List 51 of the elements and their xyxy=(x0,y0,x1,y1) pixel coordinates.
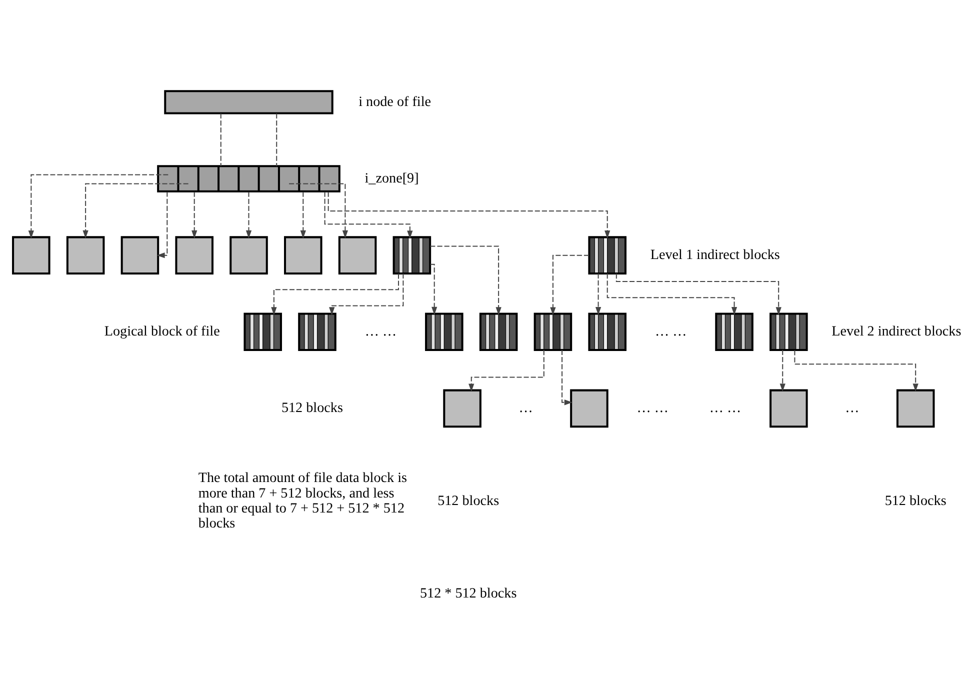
label: 512 blocks xyxy=(437,492,499,509)
arrow xyxy=(156,192,168,258)
arrow xyxy=(430,246,501,316)
arrow xyxy=(288,183,348,238)
arrow xyxy=(430,264,437,315)
node-box xyxy=(66,236,104,274)
arrow xyxy=(245,192,252,238)
label: Logical block of file xyxy=(104,324,220,340)
arrow xyxy=(324,192,412,239)
label: … … xyxy=(654,324,686,340)
node-box xyxy=(174,236,213,274)
arrow xyxy=(28,174,168,239)
label: 512 blocks xyxy=(884,492,946,509)
arrow xyxy=(794,350,918,392)
node-box xyxy=(120,236,159,274)
label: The total amount of file data block is more than 7 + 512 blocks, and less than or equal to 7 + 512 + 512 * 512 blocks xyxy=(198,470,406,532)
arrow xyxy=(550,254,588,316)
arrow xyxy=(82,183,188,238)
label: … … xyxy=(636,400,668,416)
connector xyxy=(220,114,221,166)
arrow xyxy=(328,274,404,316)
label: … … xyxy=(708,400,741,416)
label: … xyxy=(844,400,859,416)
node-label: i_zone[9] xyxy=(364,170,418,186)
arrow xyxy=(779,350,785,392)
arrow xyxy=(606,274,737,316)
node-box xyxy=(229,236,268,274)
node-box xyxy=(12,236,50,274)
node-box xyxy=(570,389,608,428)
arrow xyxy=(191,192,197,238)
arrow xyxy=(300,192,306,238)
node-box xyxy=(338,236,376,274)
node-label: Level 2 indirect blocks xyxy=(831,324,961,340)
node-box xyxy=(442,389,481,428)
label: … xyxy=(518,400,532,416)
arrow xyxy=(561,350,572,406)
label: … … xyxy=(364,324,396,340)
arrow xyxy=(468,350,544,392)
node-box xyxy=(896,389,934,428)
node-box xyxy=(769,389,808,428)
label: 512 * 512 blocks xyxy=(419,586,516,602)
node-label: Level 1 indirect blocks xyxy=(650,247,780,264)
arrow xyxy=(327,192,610,239)
arrow xyxy=(594,273,601,316)
node-bar xyxy=(164,90,333,114)
node-label: i node of file xyxy=(358,94,431,110)
arrow xyxy=(615,274,781,316)
arrow xyxy=(270,274,398,316)
label: 512 blocks xyxy=(280,400,342,416)
connector xyxy=(276,114,277,166)
node-box xyxy=(284,236,322,274)
